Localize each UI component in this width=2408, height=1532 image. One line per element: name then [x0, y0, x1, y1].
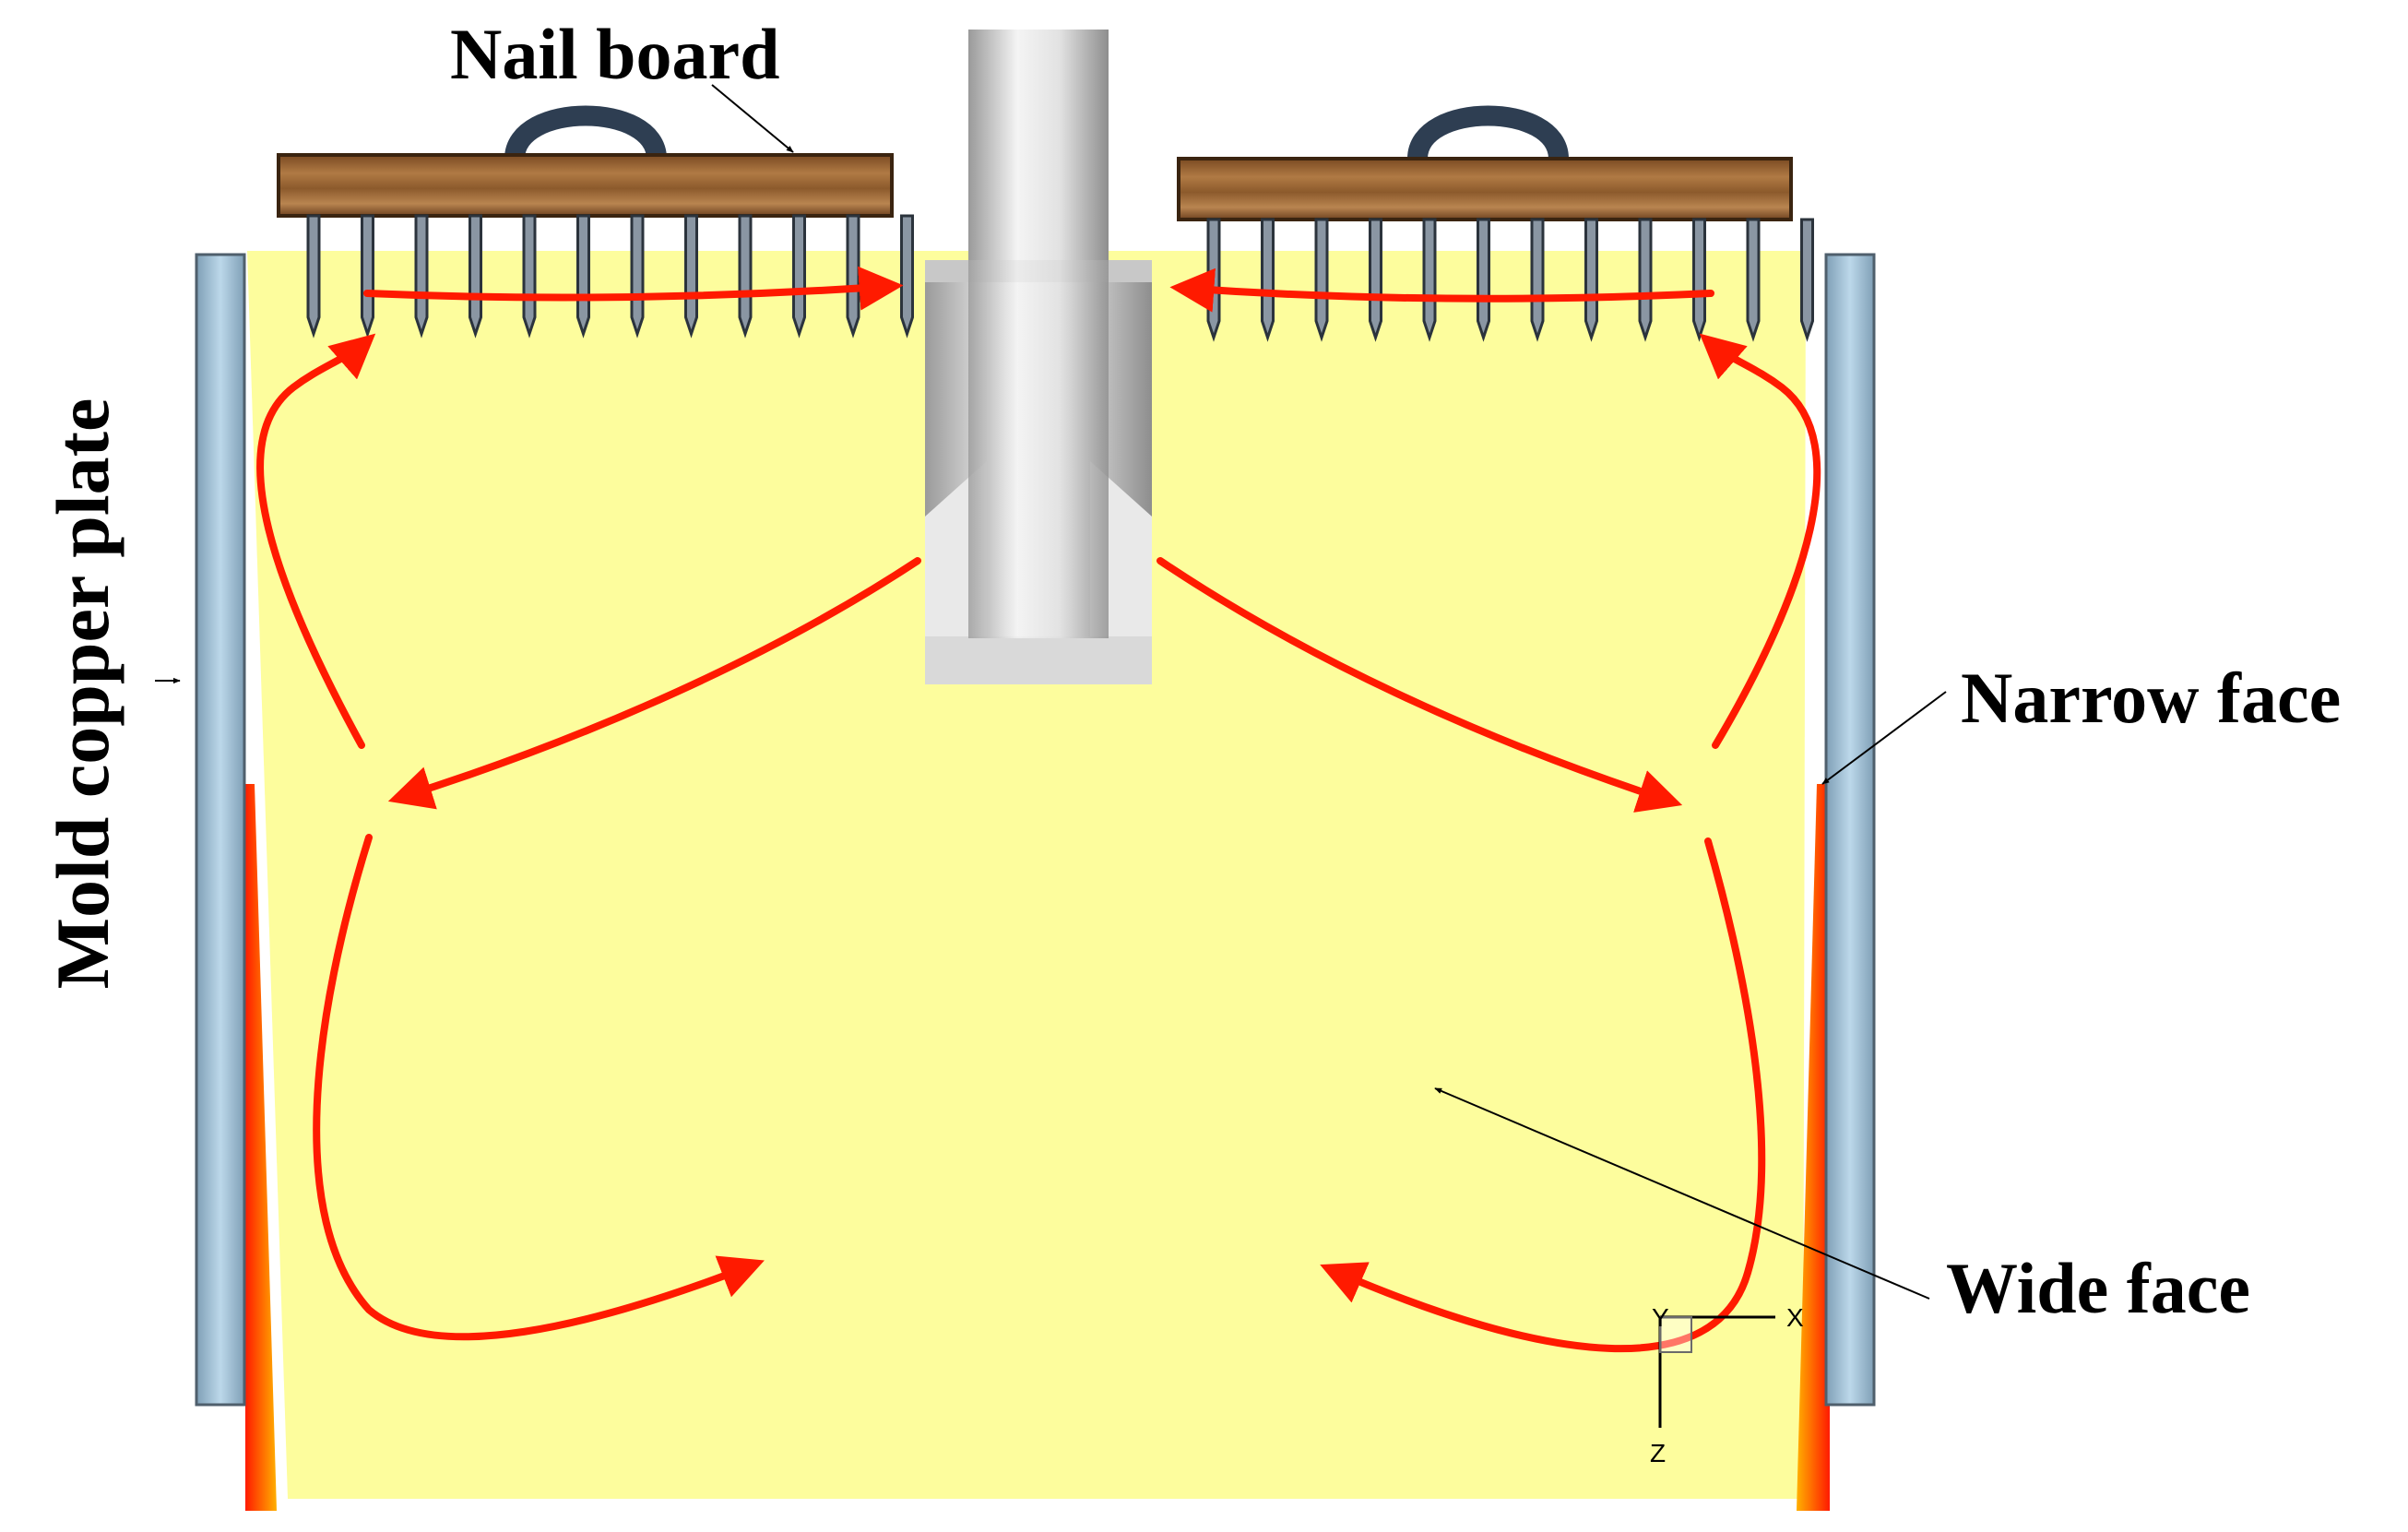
nail — [900, 214, 914, 338]
nail — [522, 214, 537, 338]
flow-arrow-jet-left — [387, 557, 921, 810]
nail — [1746, 218, 1761, 342]
nail — [1261, 218, 1275, 342]
nail — [1206, 218, 1221, 342]
flow-arrow-loop-up-left — [256, 333, 376, 749]
nail — [1800, 218, 1814, 342]
flow-arrow-top-left — [363, 266, 904, 311]
nail — [576, 214, 590, 338]
nail — [738, 214, 753, 338]
flow-arrow-lower-loop-right — [1320, 837, 1766, 1353]
nail — [1692, 218, 1706, 342]
solid-shell-left — [245, 784, 277, 1511]
nail — [1314, 218, 1329, 342]
nail — [306, 214, 321, 338]
nail — [414, 214, 429, 338]
leader-nail-board — [711, 84, 794, 153]
axis-x-label: X — [1786, 1303, 1804, 1332]
nail — [361, 214, 374, 338]
leader-lines — [155, 84, 1947, 1300]
nail — [846, 214, 860, 338]
flow-arrows — [256, 266, 1821, 1353]
nail — [630, 214, 645, 338]
nail — [1584, 218, 1598, 342]
molten-steel-region — [247, 251, 1806, 1499]
mold-copper-plate-left — [195, 253, 246, 1407]
nail — [469, 214, 482, 338]
nail — [1530, 218, 1545, 342]
nail — [684, 214, 698, 338]
nail — [1477, 218, 1490, 342]
mold-copper-plate-right — [1824, 253, 1876, 1407]
leader-narrow-face — [1821, 691, 1947, 785]
nail — [1369, 218, 1382, 342]
axis-z-label: Z — [1650, 1439, 1667, 1467]
nails-left — [306, 214, 914, 338]
flow-arrow-loop-up-right — [1699, 333, 1821, 749]
nail-board-right — [1177, 105, 1814, 342]
wide-face-label: Wide face — [1946, 1248, 2250, 1328]
nail — [792, 214, 806, 338]
coordinate-axes — [1658, 1315, 1775, 1428]
axis-y-marker — [1659, 1316, 1692, 1353]
solid-shell-right — [1797, 784, 1830, 1511]
nail-board-label: Nail board — [450, 14, 780, 94]
mold-copper-plate-label: Mold copper plate — [41, 398, 125, 990]
narrow-face-label: Narrow face — [1961, 658, 2342, 738]
nail — [1422, 218, 1437, 342]
flow-arrow-jet-right — [1157, 557, 1683, 813]
nail-board-left — [277, 105, 914, 338]
submerged-entry-nozzle — [925, 30, 1152, 684]
flow-arrow-lower-loop-left — [313, 834, 765, 1341]
leader-wide-face — [1434, 1087, 1930, 1300]
nail — [1638, 218, 1653, 342]
axis-y-label: Y — [1652, 1303, 1669, 1332]
nails-right — [1206, 218, 1814, 342]
flow-arrow-top-right — [1169, 267, 1714, 313]
